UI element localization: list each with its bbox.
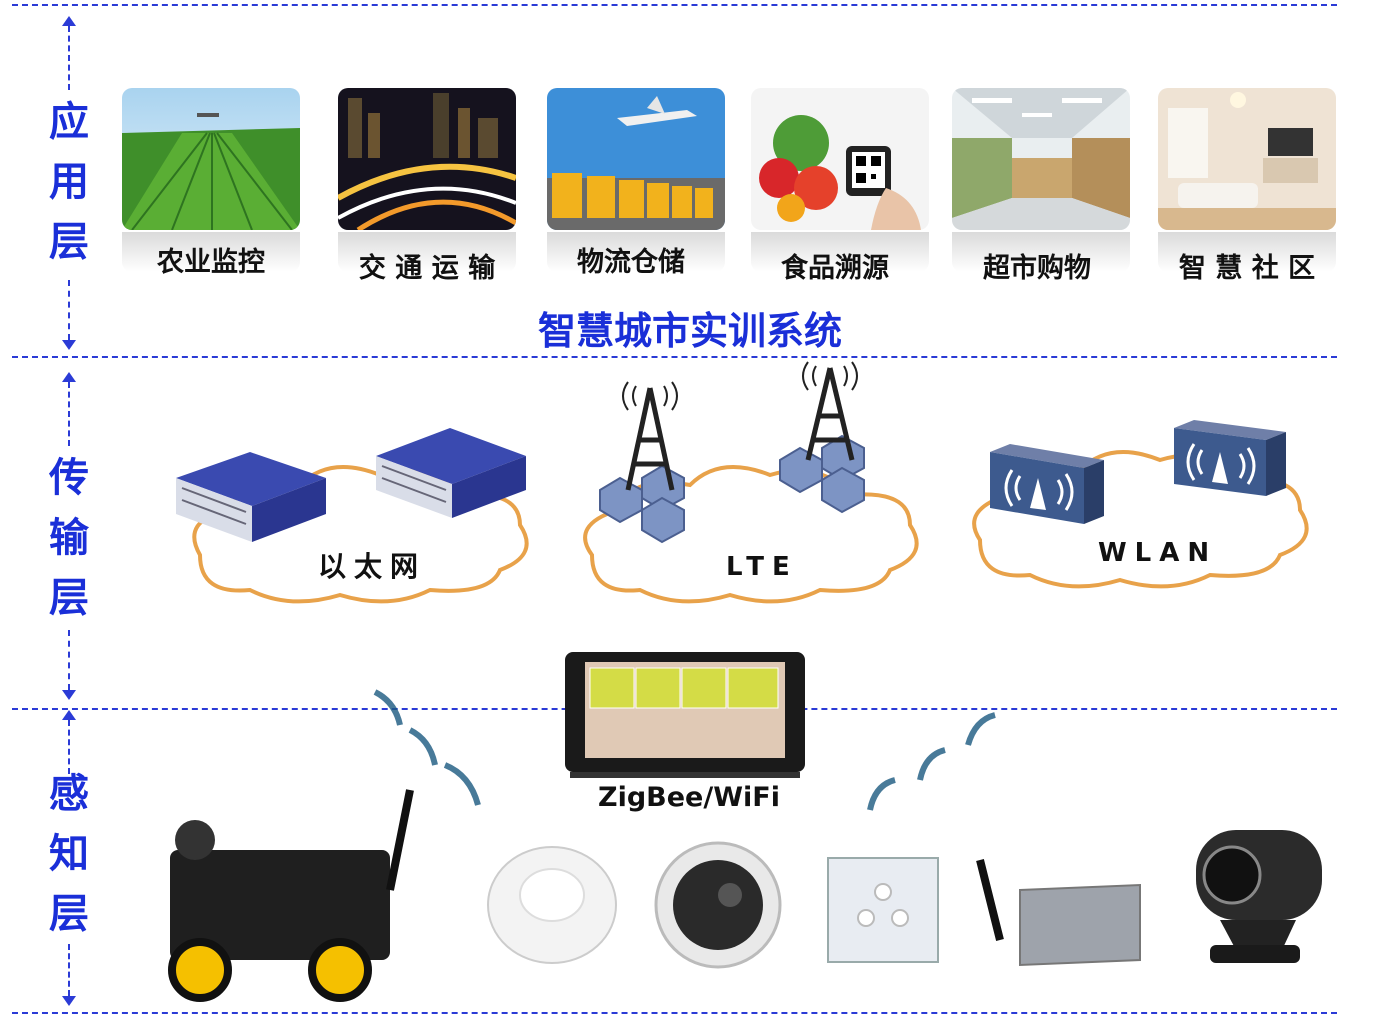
ethernet-switch-icon: [176, 452, 326, 542]
app-label-agriculture: 农业监控: [157, 247, 265, 278]
wifi-ap-icon: [1174, 420, 1286, 496]
cell-tower-icon: [599, 381, 685, 544]
wireless-signal-icon: [867, 712, 996, 811]
arrow-up-icon: [62, 16, 76, 26]
smoke-detector: [487, 846, 617, 964]
layer-arrow-line: [68, 382, 70, 446]
arrow-up-icon: [62, 710, 76, 720]
app-label-community: 智 慧 社 区: [1178, 253, 1316, 284]
wifi-ap-icon: [990, 444, 1104, 524]
farm-field-photo: [122, 88, 300, 230]
layer-arrow-line: [68, 26, 70, 90]
cloud-label-lte: LTE: [726, 552, 798, 582]
reflection: [338, 232, 516, 272]
perception-graphics: [168, 652, 1322, 1002]
reflection: [1158, 232, 1336, 272]
dome-camera: [654, 841, 782, 969]
perception-layer-label: 感知层: [49, 771, 89, 937]
reflection: [547, 232, 725, 272]
app-label-supermarket: 超市购物: [983, 253, 1091, 284]
arrow-down-icon: [62, 340, 76, 350]
arrow-down-icon: [62, 996, 76, 1006]
app-label-traffic: 交 通 运 输: [358, 253, 496, 284]
wireless-signal-icon: [373, 689, 481, 806]
city-traffic-photo: [338, 88, 516, 230]
app-label-logistics: 物流仓储: [577, 247, 685, 278]
gateway-tablet: [565, 652, 805, 778]
robot-car: [168, 789, 414, 1002]
gateway-label: ZigBee/WiFi: [598, 782, 780, 813]
application-layer-label: 应用层: [49, 99, 89, 265]
transport-graphics: [176, 361, 1309, 604]
living-room-photo: [1158, 88, 1336, 230]
bottom-divider: [12, 1012, 1337, 1014]
arrow-up-icon: [62, 372, 76, 382]
arrow-down-icon: [62, 690, 76, 700]
top-divider: [12, 4, 1337, 6]
reflection: [952, 232, 1130, 272]
ethernet-switch-icon: [376, 428, 526, 518]
cell-tower-icon: [779, 361, 865, 514]
wireless-router: [976, 859, 1141, 967]
touch-switch: [827, 857, 939, 963]
reflection: [751, 232, 929, 272]
cloud-label-wlan: WLAN: [1098, 538, 1218, 568]
layer-arrow-line: [68, 280, 70, 340]
layer-arrow-line: [68, 630, 70, 690]
app-label-food: 食品溯源: [781, 253, 889, 284]
app-transport-divider: [12, 356, 1337, 358]
supermarket-photo: [952, 88, 1130, 230]
transport-layer-label: 传输层: [49, 455, 89, 621]
logistics-photo: [547, 88, 725, 230]
reflection: [122, 232, 300, 272]
food-qr-photo: [751, 88, 929, 230]
cloud-label-ethernet: 以太网: [318, 550, 427, 583]
page-title: 智慧城市实训系统: [538, 309, 843, 353]
layer-arrow-line: [68, 720, 70, 774]
layer-arrow-line: [68, 944, 70, 996]
webcam: [1196, 830, 1322, 963]
